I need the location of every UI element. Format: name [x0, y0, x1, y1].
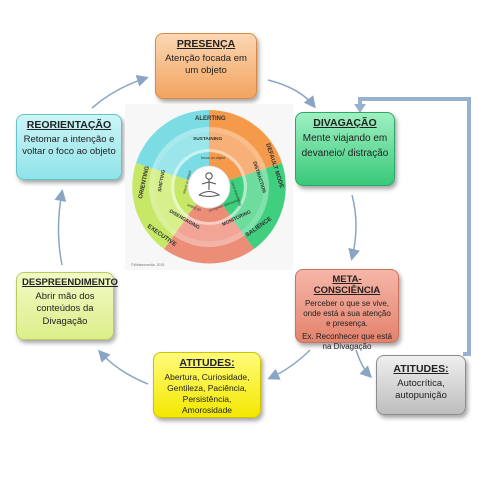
- arrow-presenca-to-divagacao: [267, 79, 316, 109]
- meta-title: META-CONSCIÊNCIA: [313, 274, 381, 296]
- arrow-meta-to-atitudes-neg: [355, 349, 373, 379]
- presenca-text: Atenção focada em um objeto: [165, 53, 247, 77]
- atitudes-pos-text: Abertura, Curiosidade, Gentileza, Paciên…: [164, 372, 250, 416]
- atitudes-neg-title: ATITUDES:: [393, 363, 449, 375]
- reorientacao-text: Retomar a intenção e voltar o foco ao ob…: [22, 134, 116, 158]
- reorientacao-title: REORIENTAÇÃO: [26, 119, 112, 131]
- credit-text: ©Weisesmedia, 2015: [131, 263, 164, 267]
- arrow-atitudes-neg-to-divagacao: [358, 97, 471, 356]
- meta-text: Perceber o que se vive, onde está a sua …: [303, 299, 391, 328]
- label-shifting: SHIFTING: [157, 169, 167, 192]
- divagacao-text: Mente viajando em devaneio/ distração: [301, 133, 389, 159]
- meta-consciencia-box: META-CONSCIÊNCIA Perceber o que se vive,…: [295, 269, 399, 351]
- attention-cycle-wheel: ALERTING DEFAULT MODE SALIENCE EXECUTIVE…: [125, 104, 293, 270]
- presenca-box: PRESENÇA Atenção focada em um objeto: [155, 33, 257, 99]
- divagacao-title: DIVAGAÇÃO: [313, 117, 377, 129]
- arrow-despreendimento-to-reorientacao: [54, 189, 67, 266]
- reorientacao-box: REORIENTAÇÃO Retomar a intenção e voltar…: [16, 114, 122, 180]
- despreendimento-title: DESPREENDIMENTO: [22, 277, 118, 288]
- label-return-to-object: return to object: [182, 170, 192, 194]
- label-focus-on-object: focus on object: [201, 156, 225, 160]
- arrow-divagacao-to-meta: [348, 194, 360, 261]
- atitudes-positivas-box: ATITUDES: Abertura, Curiosidade, Gentile…: [153, 352, 261, 418]
- atitudes-negativas-box: ATITUDES: Autocrítica, autopunição: [376, 355, 466, 415]
- arrow-atitudes-pos-to-despreendimento: [97, 349, 149, 385]
- label-alerting: ALERTING: [195, 116, 226, 122]
- divagacao-box: DIVAGAÇÃO Mente viajando em devaneio/ di…: [295, 112, 395, 186]
- atitudes-neg-text: Autocrítica, autopunição: [395, 378, 447, 402]
- meditator-icon: [198, 172, 221, 198]
- arrow-reorientacao-to-presenca: [91, 75, 149, 109]
- despreendimento-text: Abrir mão dos conteúdos da Divagação: [35, 291, 95, 327]
- arrow-meta-to-atitudes-pos: [267, 349, 311, 380]
- label-letting-go: letting go: [187, 203, 202, 212]
- meta-example: Ex. Reconhecer que está na Divagação: [302, 332, 392, 351]
- atitudes-pos-title: ATITUDES:: [179, 357, 235, 369]
- despreendimento-box: DESPREENDIMENTO Abrir mão dos conteúdos …: [16, 272, 118, 340]
- presenca-title: PRESENÇA: [176, 38, 236, 50]
- label-sustaining: SUSTAINING: [193, 136, 222, 142]
